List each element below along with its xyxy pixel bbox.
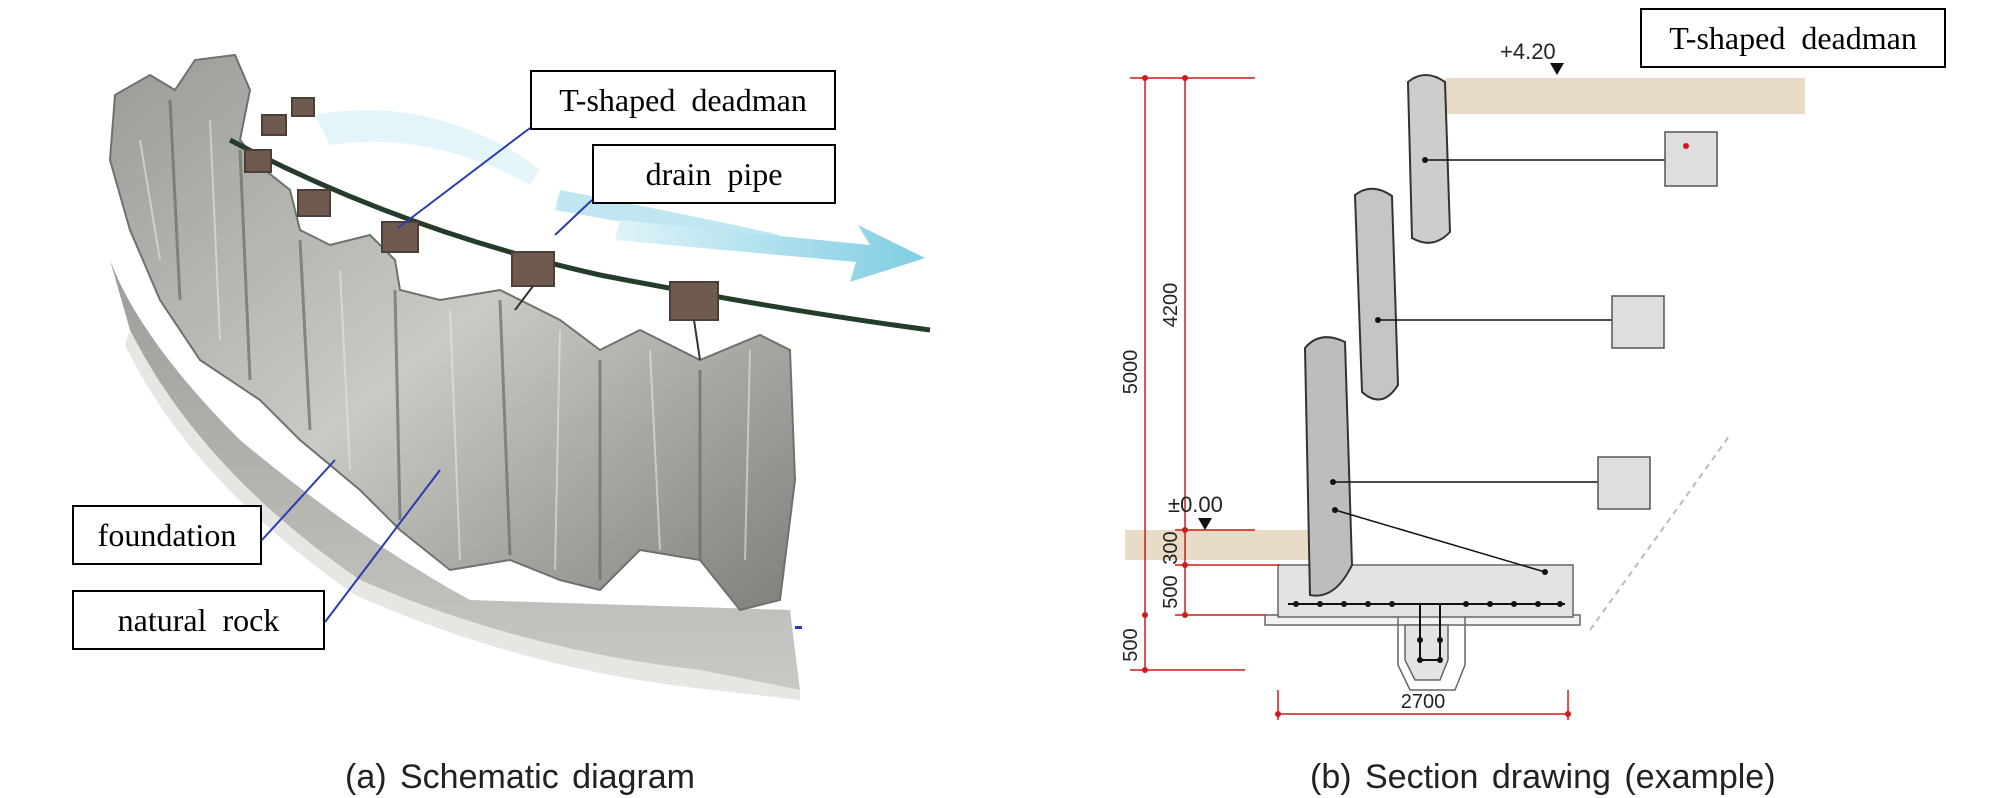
schematic-diagram-panel: T-shaped deadman drain pipe foundation n…	[0, 0, 1000, 798]
dim-base-thickness: 500	[1160, 575, 1182, 608]
ground-level-label: ±0.00	[1168, 492, 1223, 517]
rock-blocks-section	[1303, 74, 1452, 597]
caption-a: (a) Schematic diagram	[345, 758, 696, 796]
leader-lines	[261, 127, 593, 623]
section-drawing: +4.20 ±0.00 5000 4200 300 500 500 2700	[1120, 39, 1805, 720]
section-tie-rods	[1333, 159, 1665, 573]
deadman-block	[381, 221, 419, 253]
deadman-block	[261, 114, 287, 136]
dim-base-width: 2700	[1401, 691, 1446, 713]
label-drain-pipe: drain pipe	[592, 144, 836, 204]
ground-level-marker	[1198, 518, 1212, 530]
deadman-marker	[1683, 143, 1689, 149]
deadman-section-blocks	[1597, 131, 1718, 510]
tie-rope	[228, 137, 931, 333]
deadman-block	[297, 189, 331, 217]
dim-footing-key: 500	[1120, 628, 1142, 661]
top-soil	[1445, 78, 1805, 114]
schematic-diagram-illustration	[108, 53, 931, 700]
dim-total-height: 5000	[1120, 350, 1142, 395]
deadman-block	[291, 97, 315, 117]
rock-block-lower	[1303, 336, 1354, 597]
label-natural-rock: natural rock	[72, 590, 325, 650]
label-deadman-b: T-shaped deadman	[1640, 8, 1946, 68]
top-level-label: +4.20	[1500, 39, 1556, 64]
label-foundation: foundation	[72, 505, 262, 565]
mark	[795, 626, 802, 629]
slope-line	[1589, 434, 1731, 631]
drain-flow-arrow	[315, 110, 925, 282]
level-markers	[1198, 63, 1564, 530]
dimension-ticks	[1142, 75, 1571, 717]
section-drawing-panel: +4.20 ±0.00 5000 4200 300 500 500 2700 T…	[1000, 0, 2008, 798]
deadman-block	[244, 149, 272, 173]
caption-b: (b) Section drawing (example)	[1310, 758, 1776, 796]
label-deadman-a: T-shaped deadman	[530, 70, 836, 130]
top-level-marker	[1550, 63, 1564, 75]
deadman-blocks	[244, 97, 719, 321]
deadman-block	[669, 281, 719, 321]
dim-wall-height: 4200	[1160, 283, 1182, 328]
dimension-lines	[1130, 77, 1569, 720]
tie-rod-anchors	[1330, 157, 1548, 575]
rock-block-upper	[1406, 74, 1452, 244]
tie-rods	[514, 285, 701, 361]
rock-block-middle	[1353, 187, 1400, 401]
ground-soil	[1125, 530, 1325, 560]
deadman-block	[511, 251, 555, 287]
dim-embed-depth: 300	[1160, 531, 1182, 564]
